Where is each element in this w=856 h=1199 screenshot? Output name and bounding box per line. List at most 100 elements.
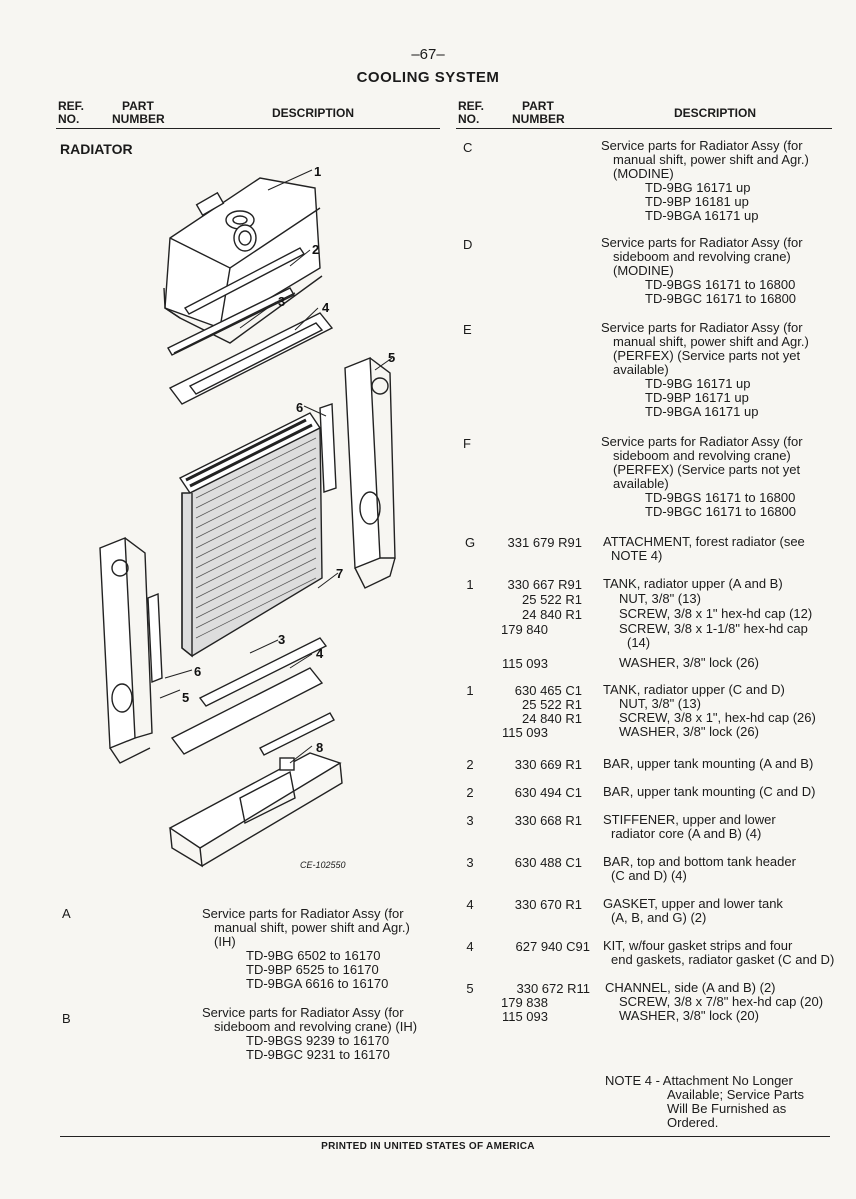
part-ref: 1 bbox=[466, 577, 474, 592]
parts-group-2c: 2 630 494 C1 BAR, upper tank mounting (C… bbox=[456, 785, 846, 813]
col-part-label: PART bbox=[522, 99, 554, 113]
col-ref-label: REF. bbox=[58, 99, 85, 113]
part-number: 630 488 C1 bbox=[514, 855, 582, 870]
group-line: TD-9BGA 16171 up bbox=[645, 404, 759, 419]
callout-6: 6 bbox=[296, 400, 303, 415]
group-d-text: Service parts for Radiator Assy (for sid… bbox=[601, 236, 803, 306]
lower-gasket-part bbox=[170, 637, 335, 756]
part-description: (C and D) (4) bbox=[611, 868, 687, 883]
note-line: Will Be Furnished as bbox=[667, 1101, 787, 1116]
part-number: 179 840 bbox=[501, 622, 548, 637]
group-line: (IH) bbox=[214, 934, 236, 949]
part-description: STIFFENER, upper and lower bbox=[603, 812, 776, 827]
section-title: COOLING SYSTEM bbox=[356, 69, 500, 86]
part-ref: 3 bbox=[466, 813, 474, 828]
note-line: NOTE 4 - Attachment No Longer bbox=[605, 1073, 793, 1088]
col-description-left: DESCRIPTION bbox=[272, 106, 355, 120]
side-channel-right-part bbox=[344, 356, 396, 589]
part-number: 331 679 R91 bbox=[507, 535, 582, 550]
part-ref: 4 bbox=[466, 897, 474, 912]
parts-group-3a: 3 330 668 R1 STIFFENER, upper and lower … bbox=[456, 813, 846, 855]
col-ref-left: REF. NO. bbox=[58, 100, 84, 126]
header-rule-right bbox=[456, 128, 832, 129]
group-line: sideboom and revolving crane) (IH) bbox=[214, 1019, 418, 1034]
callout-6b: 6 bbox=[194, 664, 201, 679]
callout-4: 4 bbox=[322, 300, 330, 315]
page-number: –67– bbox=[411, 46, 445, 63]
part-description: (14) bbox=[627, 635, 651, 650]
group-line: (PERFEX) (Service parts not yet bbox=[613, 462, 801, 477]
radiator-heading: RADIATOR bbox=[60, 141, 133, 157]
callout-2: 2 bbox=[312, 242, 319, 257]
group-line: TD-9BP 16181 up bbox=[645, 194, 749, 209]
part-description: NUT, 3/8" (13) bbox=[619, 591, 701, 606]
parts-group-4a: 4 330 670 R1 GASKET, upper and lower tan… bbox=[456, 897, 846, 939]
callout-1: 1 bbox=[314, 164, 321, 179]
callout-5b: 5 bbox=[182, 690, 189, 705]
parts-group-5: 5 330 672 R11 CHANNEL, side (A and B) (2… bbox=[456, 981, 846, 1031]
part-description: BAR, upper tank mounting (C and D) bbox=[603, 784, 816, 799]
group-line: TD-9BGC 9231 to 16170 bbox=[246, 1047, 390, 1062]
part-ref: 3 bbox=[466, 855, 474, 870]
part-description: BAR, upper tank mounting (A and B) bbox=[603, 756, 814, 771]
part-number: 25 522 R1 bbox=[522, 697, 582, 712]
part-description: BAR, top and bottom tank header bbox=[603, 854, 796, 869]
callout-3: 3 bbox=[278, 294, 285, 309]
group-line: TD-9BGS 16171 to 16800 bbox=[645, 277, 796, 292]
part-number: 330 667 R91 bbox=[507, 577, 582, 592]
part-number: 330 670 R1 bbox=[514, 897, 582, 912]
figure-code: CE-102550 bbox=[300, 860, 346, 870]
parts-group-1a: 1 330 667 R91 TANK, radiator upper (A an… bbox=[456, 577, 846, 683]
part-description: TANK, radiator upper (C and D) bbox=[603, 682, 785, 697]
col-ref-label: REF. bbox=[458, 99, 485, 113]
group-line: TD-9BP 6525 to 16170 bbox=[246, 962, 379, 977]
group-line: Service parts for Radiator Assy (for bbox=[601, 138, 803, 153]
group-line: available) bbox=[613, 476, 669, 491]
group-ref-b: B bbox=[62, 1011, 71, 1026]
group-line: TD-9BGS 16171 to 16800 bbox=[645, 490, 796, 505]
parts-group-2a: 2 330 669 R1 BAR, upper tank mounting (A… bbox=[456, 757, 846, 785]
part-description: NOTE 4) bbox=[611, 548, 663, 563]
group-line: TD-9BG 16171 up bbox=[645, 180, 751, 195]
group-line: manual shift, power shift and Agr.) bbox=[613, 334, 809, 349]
callout-4b: 4 bbox=[316, 646, 324, 661]
group-ref-f: F bbox=[463, 436, 471, 451]
group-line: TD-9BP 16171 up bbox=[645, 390, 749, 405]
part-number: 630 465 C1 bbox=[514, 683, 582, 698]
group-line: TD-9BGC 16171 to 16800 bbox=[645, 291, 797, 306]
group-line: TD-9BGA 16171 up bbox=[645, 208, 759, 223]
group-a-text: Service parts for Radiator Assy (for man… bbox=[202, 907, 410, 991]
group-ref-c: C bbox=[463, 140, 473, 155]
group-line: TD-9BGC 16171 to 16800 bbox=[645, 504, 797, 519]
side-channel-left-part bbox=[99, 536, 163, 764]
side-strip-part bbox=[319, 403, 337, 493]
part-number: 115 093 bbox=[501, 725, 548, 740]
group-line: TD-9BGA 6616 to 16170 bbox=[246, 976, 389, 991]
col-no-label: NO. bbox=[458, 112, 480, 126]
part-description: KIT, w/four gasket strips and four bbox=[603, 938, 793, 953]
parts-group-g: G 331 679 R91 ATTACHMENT, forest radiato… bbox=[456, 535, 846, 577]
callout-5: 5 bbox=[388, 350, 395, 365]
group-line: Service parts for Radiator Assy (for bbox=[601, 434, 803, 449]
part-description: NUT, 3/8" (13) bbox=[619, 696, 701, 711]
part-ref: 5 bbox=[466, 981, 474, 996]
group-line: manual shift, power shift and Agr.) bbox=[214, 920, 410, 935]
part-description: SCREW, 3/8 x 1-1/8" hex-hd cap bbox=[619, 621, 808, 636]
group-ref-a: A bbox=[62, 906, 71, 921]
group-line: TD-9BG 6502 to 16170 bbox=[246, 948, 381, 963]
part-number: 24 840 R1 bbox=[522, 607, 582, 622]
part-ref: G bbox=[464, 535, 476, 550]
callout-3b: 3 bbox=[278, 632, 285, 647]
radiator-core-part bbox=[178, 412, 323, 658]
group-e-text: Service parts for Radiator Assy (for man… bbox=[601, 321, 809, 419]
group-b-text: Service parts for Radiator Assy (for sid… bbox=[202, 1006, 417, 1062]
part-number: 24 840 R1 bbox=[522, 711, 582, 726]
col-part-right: PART NUMBER bbox=[512, 100, 565, 126]
parts-group-1c: 1 630 465 C1 TANK, radiator upper (C and… bbox=[456, 683, 846, 757]
group-f-text: Service parts for Radiator Assy (for sid… bbox=[601, 435, 803, 519]
part-ref: 2 bbox=[466, 785, 474, 800]
part-number: 630 494 C1 bbox=[514, 785, 582, 800]
part-number: 330 669 R1 bbox=[514, 757, 582, 772]
col-ref-right: REF. NO. bbox=[458, 100, 484, 126]
part-number: 627 940 C91 bbox=[515, 939, 590, 954]
